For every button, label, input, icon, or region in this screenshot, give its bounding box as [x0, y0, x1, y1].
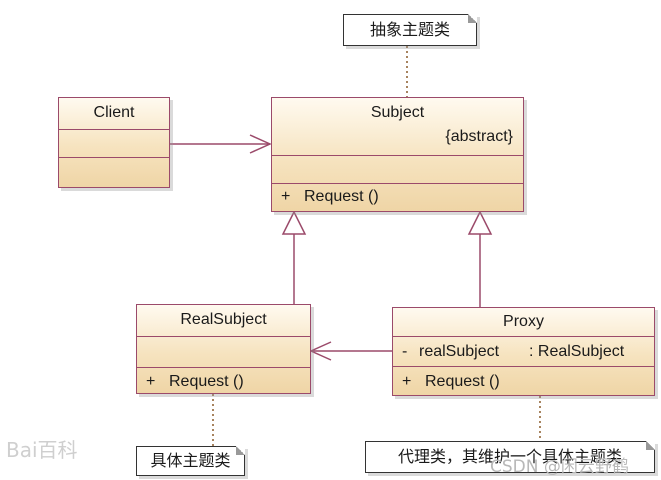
class-realsubject-name: RealSubject	[180, 311, 267, 328]
note-real-subject-text: 具体主题类	[150, 451, 231, 470]
association-arrowhead-realsubject	[309, 341, 332, 361]
note-abstract-subject: 抽象主题类	[343, 14, 477, 46]
class-client-name: Client	[93, 104, 135, 121]
note-abstract-subject-text: 抽象主题类	[369, 20, 450, 39]
class-realsubject-name-compartment: RealSubject	[137, 305, 310, 336]
class-subject-name: Subject	[370, 104, 425, 121]
class-client-operations-compartment	[59, 157, 169, 187]
class-proxy[interactable]: Proxy - realSubject : RealSubject + Requ…	[392, 307, 655, 396]
class-subject-operations-compartment: + Request ()	[272, 183, 523, 211]
class-realsubject-attributes-compartment	[137, 336, 310, 367]
class-realsubject-operation: Request ()	[169, 373, 244, 390]
class-client[interactable]: Client	[58, 97, 170, 188]
class-realsubject-operations-compartment: + Request ()	[137, 367, 310, 393]
class-subject-operation: Request ()	[304, 188, 379, 205]
class-subject-attributes-compartment	[272, 155, 523, 183]
class-realsubject-operation-visibility: +	[146, 373, 156, 390]
note-proxy: 代理类，其维护一个具体主题类	[365, 441, 655, 473]
class-client-name-compartment: Client	[59, 98, 169, 129]
class-proxy-attribute-visibility: -	[402, 343, 408, 360]
class-subject-operation-visibility: +	[281, 188, 291, 205]
class-proxy-name: Proxy	[503, 313, 544, 330]
class-realsubject[interactable]: RealSubject + Request ()	[136, 304, 311, 394]
class-subject-name-compartment: Subject {abstract}	[272, 98, 523, 155]
class-proxy-attributes-compartment: - realSubject : RealSubject	[393, 336, 654, 366]
class-subject-stereotype: {abstract}	[445, 128, 513, 145]
note-fold	[236, 446, 245, 455]
note-fold	[646, 441, 655, 450]
class-proxy-operations-compartment: + Request ()	[393, 366, 654, 395]
note-fold	[468, 14, 477, 23]
class-proxy-attribute-name: realSubject	[419, 343, 500, 360]
note-proxy-text: 代理类，其维护一个具体主题类	[397, 447, 622, 466]
generalization-proxy-triangle	[467, 210, 493, 235]
association-arrowhead-subject	[249, 134, 272, 154]
baidu-watermark: Bai百科	[6, 438, 78, 462]
note-real-subject: 具体主题类	[136, 446, 245, 476]
class-proxy-operation: Request ()	[425, 373, 500, 390]
generalization-realsubject-triangle	[281, 210, 307, 235]
class-proxy-name-compartment: Proxy	[393, 308, 654, 336]
class-client-attributes-compartment	[59, 129, 169, 157]
class-proxy-attribute-type: : RealSubject	[529, 343, 625, 360]
class-proxy-operation-visibility: +	[402, 373, 412, 390]
class-subject[interactable]: Subject {abstract} + Request ()	[271, 97, 524, 212]
csdn-watermark: CSDN @闲云野鹤	[490, 457, 629, 477]
